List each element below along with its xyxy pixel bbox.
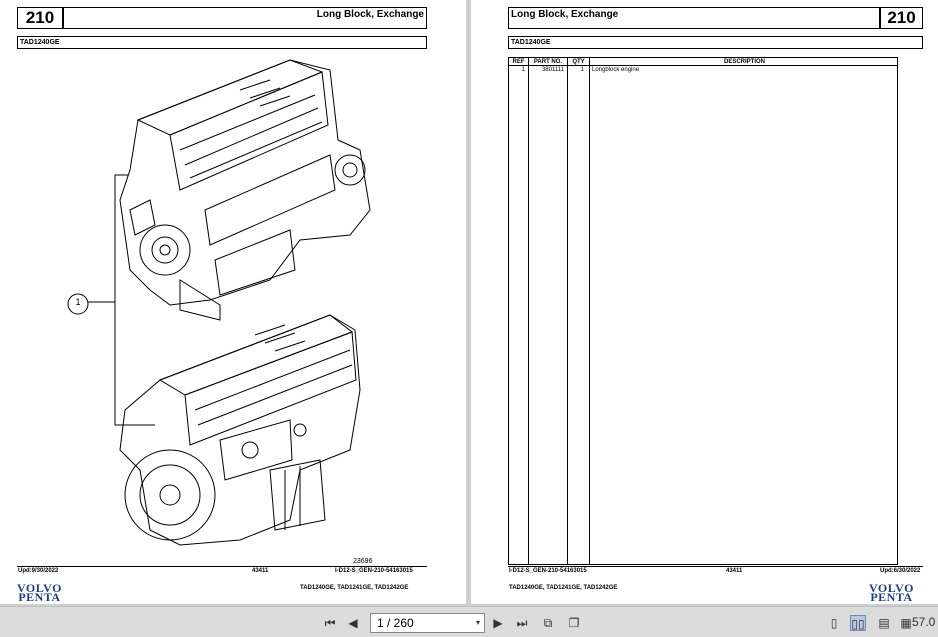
model-label: TAD1240GE	[17, 36, 427, 49]
volvo-penta-logo: VOLVO PENTA	[17, 581, 62, 604]
page-indicator-text: 1 / 260	[377, 616, 414, 630]
cell-qty: 1	[580, 67, 584, 73]
page-title: Long Block, Exchange	[508, 7, 880, 29]
footer-reference: I-D12-S_GEN-210-54163015	[509, 568, 587, 574]
page-title: Long Block, Exchange	[63, 7, 427, 29]
two-page-icon[interactable]: ▯▯	[850, 615, 866, 631]
engine-illustration	[88, 59, 371, 546]
header-qty: QTY	[572, 59, 585, 65]
section-number: 210	[880, 7, 923, 29]
parts-table: REF PART NO. QTY DESCRIPTION 1 3801111 1…	[508, 57, 898, 565]
cell-part-no: 3801111	[541, 67, 564, 73]
last-page-icon[interactable]: ⏭	[516, 616, 528, 630]
header-description: DESCRIPTION	[723, 59, 765, 65]
footer-updated: Upd:6/30/2022	[880, 568, 921, 574]
footer-doc-number: 43411	[252, 568, 269, 574]
right-page: Long Block, Exchange 210 TAD1240GE REF P…	[471, 0, 938, 604]
first-page-icon[interactable]: ⏮	[324, 616, 336, 630]
logo-line1: VOLVO	[17, 581, 62, 595]
chevron-down-icon[interactable]: ▾	[475, 618, 480, 627]
header-ref: REF	[512, 59, 525, 65]
left-page: 210 Long Block, Exchange TAD1240GE	[0, 0, 466, 604]
spread-icon[interactable]: ▦	[900, 616, 912, 630]
next-page-icon[interactable]: ▶	[493, 616, 503, 630]
continuous-icon[interactable]: ▤	[878, 616, 890, 630]
volvo-penta-logo: VOLVO PENTA	[869, 581, 914, 604]
rotate-icon[interactable]: ⧉	[543, 616, 553, 630]
cell-ref: 1	[521, 67, 525, 73]
page-indicator[interactable]: 1 / 260 ▾	[370, 613, 485, 633]
header-part-no: PART NO.	[533, 59, 563, 65]
footer-models: TAD1240GE, TAD1241GE, TAD1242GE	[300, 585, 409, 591]
footer-updated: Upd:9/30/2022	[18, 568, 59, 574]
zoom-level[interactable]: 57.0	[912, 615, 936, 629]
table-header: REF PART NO. QTY DESCRIPTION	[509, 58, 897, 66]
single-page-icon[interactable]: ▯	[830, 616, 838, 630]
logo-line1: VOLVO	[869, 581, 914, 595]
logo-line2: PENTA	[870, 590, 913, 604]
viewer-toolbar: ⏮ ◀ 1 / 260 ▾ ▶ ⏭ ⧉ ❐ ▯ ▯▯ ▤ ▦ 57.0	[0, 606, 938, 637]
model-label: TAD1240GE	[508, 36, 923, 49]
footer-rule	[17, 566, 427, 568]
col-divider	[528, 58, 529, 564]
illustration-number: 23696	[353, 558, 373, 565]
footer-doc-number: 43411	[726, 568, 743, 574]
callout-1[interactable]: 1	[66, 292, 90, 321]
col-divider	[567, 58, 568, 564]
logo-line2: PENTA	[18, 590, 61, 604]
footer-reference: I-D12-S_GEN-210-54163015	[335, 568, 413, 574]
footer-rule	[508, 566, 923, 568]
col-divider	[589, 58, 590, 564]
section-number: 210	[17, 7, 63, 29]
prev-page-icon[interactable]: ◀	[348, 616, 358, 630]
cell-description: Longblock engine	[592, 67, 640, 73]
footer-models: TAD1240GE, TAD1241GE, TAD1242GE	[509, 585, 618, 591]
callout-number: 1	[75, 297, 81, 307]
copy-icon[interactable]: ❐	[568, 616, 580, 630]
